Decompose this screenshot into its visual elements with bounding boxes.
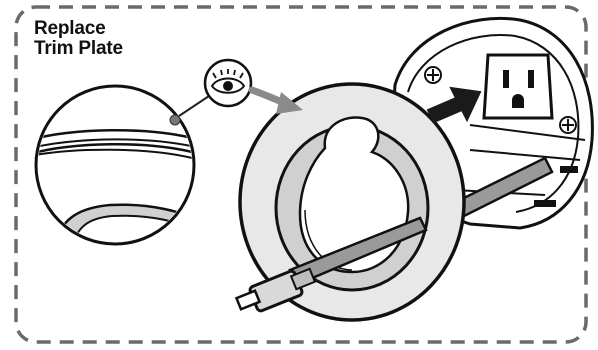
screw-right: [559, 116, 577, 134]
curved-arrow-icon: [248, 86, 303, 114]
title-line-2: Trim Plate: [34, 38, 123, 59]
eye-icon: [203, 58, 253, 108]
instruction-title: Replace Trim Plate: [34, 19, 123, 59]
detail-magnifier: [34, 84, 213, 246]
title-line-1: Replace: [34, 18, 106, 39]
trim-plate: [238, 82, 466, 322]
power-outlet-icon: [482, 53, 554, 120]
dashed-border: [14, 5, 588, 344]
screw-left: [424, 66, 442, 84]
block-arrow-icon: [426, 86, 482, 124]
cable-plug: [234, 267, 317, 313]
